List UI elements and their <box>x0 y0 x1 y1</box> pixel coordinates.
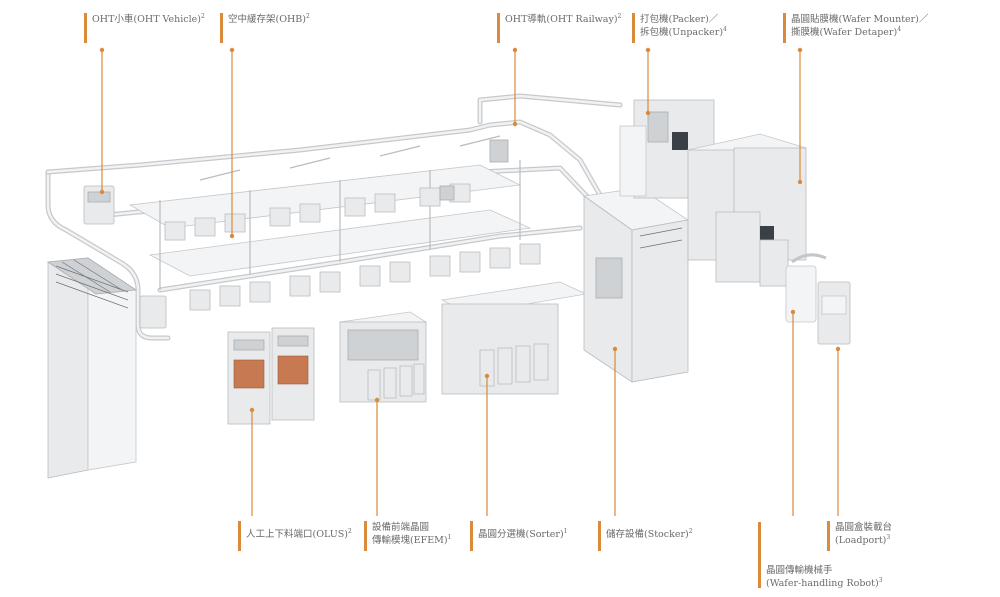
label-efem: 設備前端晶圓傳輸模塊(EFEM)1 <box>364 521 451 551</box>
label-robot-text-1: 晶圓傳輸機械手 <box>766 565 833 576</box>
label-accent-bar <box>364 521 367 551</box>
label-oht-vehicle-text: OHT小車(OHT Vehicle) <box>92 14 201 25</box>
label-wafer-mounter: 晶圓貼膜機(Wafer Mounter)／ 撕膜機(Wafer Detaper)4 <box>783 13 928 43</box>
olus-ports <box>227 327 315 425</box>
label-sorter: 晶圓分選機(Sorter)1 <box>470 521 568 551</box>
label-accent-bar <box>84 13 87 43</box>
label-accent-bar <box>758 522 761 588</box>
label-robot-note: 3 <box>878 576 883 584</box>
label-accent-bar <box>238 521 241 551</box>
label-loadport-text-1: 晶圓盒裝載台 <box>835 522 893 533</box>
label-oht-vehicle-note: 2 <box>201 12 205 20</box>
label-oht-vehicle: OHT小車(OHT Vehicle)2 <box>84 13 205 43</box>
label-accent-bar <box>783 13 786 43</box>
label-accent-bar <box>497 13 500 43</box>
label-stocker-text: 儲存設備(Stocker) <box>606 529 689 540</box>
label-oht-railway: OHT導軌(OHT Railway)2 <box>497 13 621 43</box>
label-efem-note: 1 <box>447 533 452 541</box>
label-packer-text: 打包機(Packer)／ <box>640 14 719 25</box>
label-olus: 人工上下料端口(OLUS)2 <box>238 521 352 551</box>
label-olus-note: 2 <box>348 527 352 535</box>
label-packer-unpacker: 打包機(Packer)／ 拆包機(Unpacker)4 <box>632 13 727 43</box>
label-accent-bar <box>598 521 601 551</box>
label-efem-text-1: 設備前端晶圓 <box>372 522 430 533</box>
label-efem-text-2: 傳輸模塊(EFEM) <box>372 535 448 546</box>
label-ohb-note: 2 <box>305 12 310 20</box>
label-detaper-text: 撕膜機(Wafer Detaper) <box>791 27 898 38</box>
label-stocker: 儲存設備(Stocker)2 <box>598 521 693 551</box>
label-mounter-text: 晶圓貼膜機(Wafer Mounter)／ <box>791 14 929 25</box>
label-accent-bar <box>827 521 830 551</box>
label-sorter-text: 晶圓分選機(Sorter) <box>478 529 564 540</box>
leader-lines <box>99 47 841 516</box>
label-stocker-note: 2 <box>688 527 693 535</box>
label-oht-railway-text: OHT導軌(OHT Railway) <box>505 14 618 25</box>
wafer-mounter <box>686 133 808 287</box>
ohb-rack <box>128 135 541 311</box>
label-ohb-text: 空中緩存架(OHB) <box>228 14 306 25</box>
stocker-unit <box>582 187 690 383</box>
label-loadport: 晶圓盒裝載台 (Loadport)3 <box>827 521 892 551</box>
label-wafer-robot: 晶圓傳輸機械手 (Wafer-handling Robot)3 <box>758 522 883 589</box>
label-mounter-note: 4 <box>897 25 902 33</box>
label-ohb: 空中緩存架(OHB)2 <box>220 13 310 43</box>
label-accent-bar <box>220 13 223 43</box>
sorter-machine <box>440 281 588 395</box>
label-loadport-text-2: (Loadport) <box>835 535 887 546</box>
label-packer-note: 4 <box>723 25 727 33</box>
label-sorter-note: 1 <box>563 527 568 535</box>
label-oht-railway-note: 2 <box>617 12 622 20</box>
label-robot-text-2: (Wafer-handling Robot) <box>766 578 879 589</box>
efem-module <box>338 311 428 403</box>
robot-loadport <box>785 253 851 345</box>
label-accent-bar <box>632 13 635 43</box>
oht-vehicle-unit <box>83 185 167 329</box>
label-unpacker-text: 拆包機(Unpacker) <box>640 27 724 38</box>
label-loadport-note: 3 <box>886 533 891 541</box>
label-accent-bar <box>470 521 473 551</box>
label-olus-text: 人工上下料端口(OLUS) <box>246 529 349 540</box>
left-stocker-tower <box>46 257 138 479</box>
